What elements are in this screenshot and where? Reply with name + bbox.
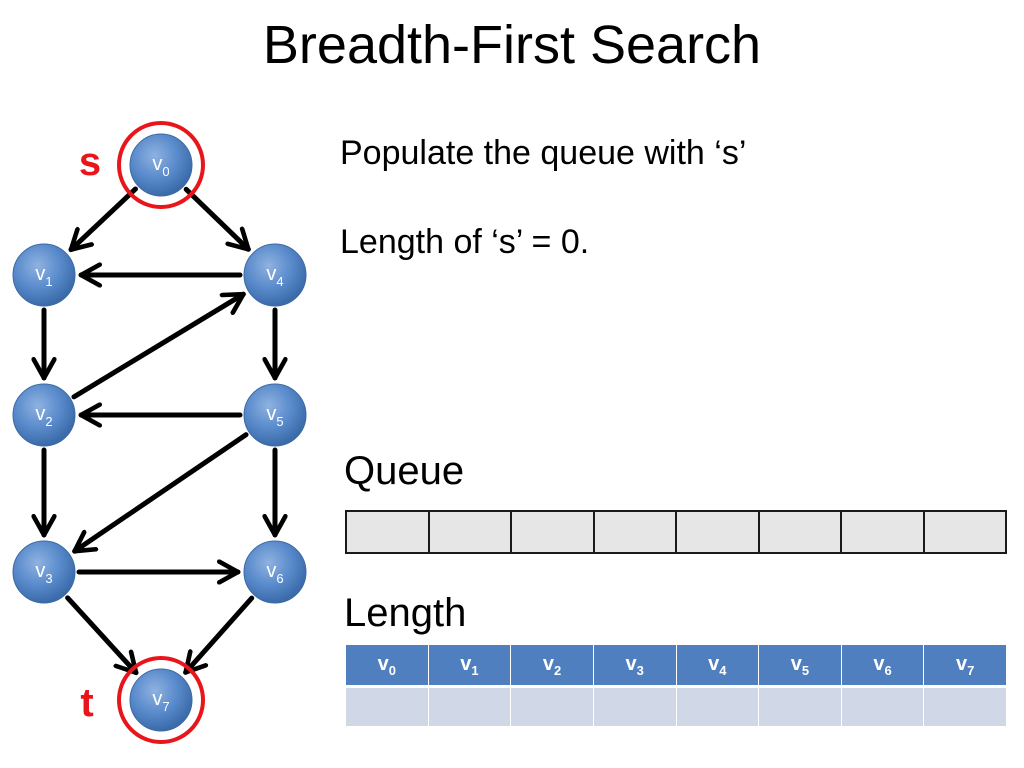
node-label: v5 — [266, 403, 283, 429]
queue-cell — [757, 510, 842, 554]
node-v3: v3 — [12, 540, 76, 604]
slide-title: Breadth-First Search — [262, 15, 762, 75]
length-header-cell: v5 — [758, 644, 842, 688]
length-header-cell: v0 — [345, 644, 429, 688]
queue-table — [345, 510, 1007, 554]
node-circle — [243, 383, 307, 447]
node-v1: v1 — [12, 243, 76, 307]
edges-layer — [44, 186, 275, 676]
node-circle — [243, 540, 307, 604]
length-text: Length of ‘s’ = 0. — [340, 223, 590, 261]
queue-cell — [427, 510, 512, 554]
queue-cell — [675, 510, 760, 554]
node-circle — [243, 243, 307, 307]
edge-v0-v1 — [68, 186, 139, 253]
queue-cell — [840, 510, 925, 554]
highlight-ring — [117, 121, 205, 209]
queue-row — [345, 510, 1007, 554]
edge-v5-v3 — [72, 432, 249, 554]
node-v6: v6 — [243, 540, 307, 604]
queue-cell — [592, 510, 677, 554]
queue-cell — [922, 510, 1007, 554]
length-header-cell: v2 — [510, 644, 594, 688]
queue-cell — [345, 510, 430, 554]
length-header-cell: v3 — [592, 644, 677, 688]
edge-v6-v7 — [183, 595, 255, 675]
instruction-text: Populate the queue with ‘s’ — [340, 134, 747, 172]
edge-v3-v7 — [65, 595, 139, 676]
node-circle — [129, 668, 193, 732]
length-value-cell — [758, 686, 842, 727]
length-value-cell — [840, 686, 925, 727]
length-header-cell: v1 — [427, 644, 512, 688]
length-header-cell: v7 — [923, 644, 1007, 688]
node-circle — [12, 383, 76, 447]
node-circle — [12, 540, 76, 604]
target-label: t — [80, 681, 93, 725]
node-label: v6 — [266, 560, 283, 586]
node-v4: v4 — [243, 243, 307, 307]
edge-v2-v4 — [71, 291, 246, 400]
node-label: v0 — [152, 153, 169, 179]
node-circle — [12, 243, 76, 307]
length-value-cell — [675, 686, 760, 727]
length-value-cell — [427, 686, 512, 727]
source-label: s — [79, 140, 101, 184]
node-label: v1 — [35, 263, 52, 289]
length-header-cell: v6 — [840, 644, 925, 688]
length-label: Length — [344, 591, 467, 635]
node-v7: v7 — [117, 656, 205, 744]
marks-layer: s t — [79, 140, 101, 725]
length-value-cell — [923, 686, 1007, 727]
highlight-ring — [117, 656, 205, 744]
node-label: v7 — [152, 688, 169, 714]
queue-label: Queue — [344, 449, 465, 493]
nodes-layer: v0 v1 v2 v3 v4 v5 v6 v7 — [12, 121, 307, 744]
node-label: v2 — [35, 403, 52, 429]
length-value-row — [345, 686, 1007, 727]
length-header-cell: v4 — [675, 644, 760, 688]
node-v5: v5 — [243, 383, 307, 447]
length-value-cell — [345, 686, 429, 727]
queue-cell — [510, 510, 595, 554]
node-label: v4 — [266, 263, 283, 289]
node-label: v3 — [35, 560, 52, 586]
length-value-cell — [510, 686, 594, 727]
edge-v0-v4 — [183, 186, 251, 252]
node-v0: v0 — [117, 121, 205, 209]
node-v2: v2 — [12, 383, 76, 447]
node-circle — [129, 133, 193, 197]
length-value-cell — [592, 686, 677, 727]
